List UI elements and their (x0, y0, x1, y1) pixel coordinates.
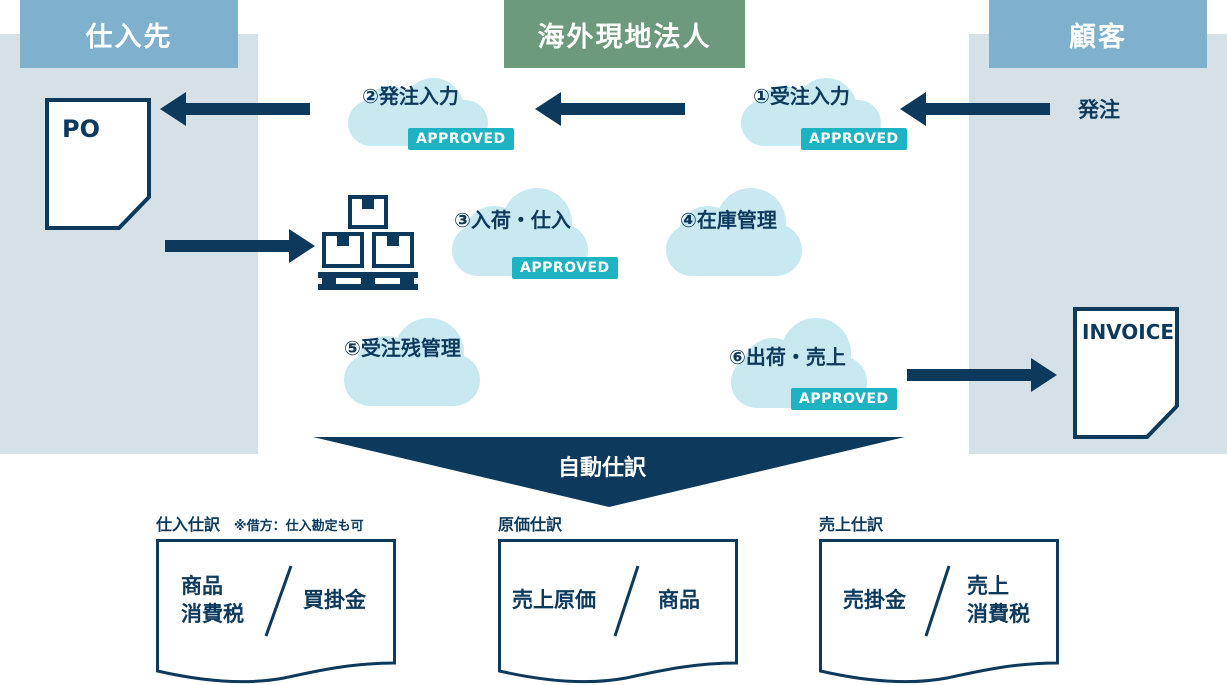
cloud-icon (344, 318, 480, 406)
journal-title-text: 仕入仕訳 (156, 515, 221, 534)
sales-debit: 売掛金 (843, 586, 906, 614)
arrow-right-icon (907, 358, 1057, 392)
journal-document-icon (156, 539, 396, 684)
credit-line: 買掛金 (303, 588, 366, 612)
credit-line: 売上 (967, 574, 1009, 598)
journal-note: ※借方：仕入勘定も可 (234, 519, 364, 534)
credit-line: 商品 (658, 588, 700, 612)
journal-document-icon (498, 539, 738, 684)
purchase-credit: 買掛金 (303, 586, 366, 614)
debit-line: 消費税 (181, 602, 244, 626)
cloud-icon (666, 188, 802, 276)
subsidiary-header: 海外現地法人 (504, 0, 745, 68)
debit-line: 売上原価 (512, 588, 596, 612)
cost-debit: 売上原価 (512, 586, 596, 614)
auto-journal-banner (313, 437, 905, 507)
step-shipping-sales-label: ⑥出荷・売上 (729, 345, 846, 369)
credit-line: 消費税 (967, 602, 1030, 626)
arrow-left-icon (535, 92, 685, 126)
arrow-right-icon (165, 229, 315, 263)
auto-journal-label: 自動仕訳 (558, 456, 647, 481)
debit-line: 商品 (181, 574, 223, 598)
customer-header: 顧客 (989, 0, 1207, 68)
step-shipping-sales-badge: APPROVED (791, 388, 897, 410)
arrow-left-icon (160, 92, 310, 126)
step-receiving-badge: APPROVED (512, 257, 618, 279)
supplier-header: 仕入先 (20, 0, 238, 68)
purchase-debit: 商品 消費税 (181, 572, 244, 628)
invoice-label: INVOICE (1082, 320, 1175, 344)
step-inventory-label: ④在庫管理 (680, 208, 777, 232)
step-purchase-order-label: ②発注入力 (362, 84, 459, 108)
po-document-icon (45, 98, 151, 230)
cost-credit: 商品 (658, 586, 700, 614)
journal-document-icon (819, 539, 1059, 684)
customer-order-label: 発注 (1078, 98, 1120, 122)
step-order-entry-badge: APPROVED (801, 128, 907, 150)
journal-title-cost: 原価仕訳 (498, 515, 563, 534)
journal-title-purchase: 仕入仕訳 ※借方：仕入勘定も可 (156, 511, 364, 535)
debit-line: 売掛金 (843, 588, 906, 612)
step-backorder-label: ⑤受注残管理 (344, 336, 461, 360)
boxes-on-pallet-icon (318, 195, 418, 290)
po-label: PO (62, 115, 100, 143)
step-receiving-label: ③入荷・仕入 (454, 208, 571, 232)
arrow-left-icon (900, 92, 1050, 126)
step-order-entry-label: ①受注入力 (753, 84, 850, 108)
sales-credit: 売上 消費税 (967, 572, 1030, 628)
step-purchase-order-badge: APPROVED (408, 128, 514, 150)
invoice-document-icon (1073, 307, 1179, 439)
journal-title-sales: 売上仕訳 (819, 515, 884, 534)
